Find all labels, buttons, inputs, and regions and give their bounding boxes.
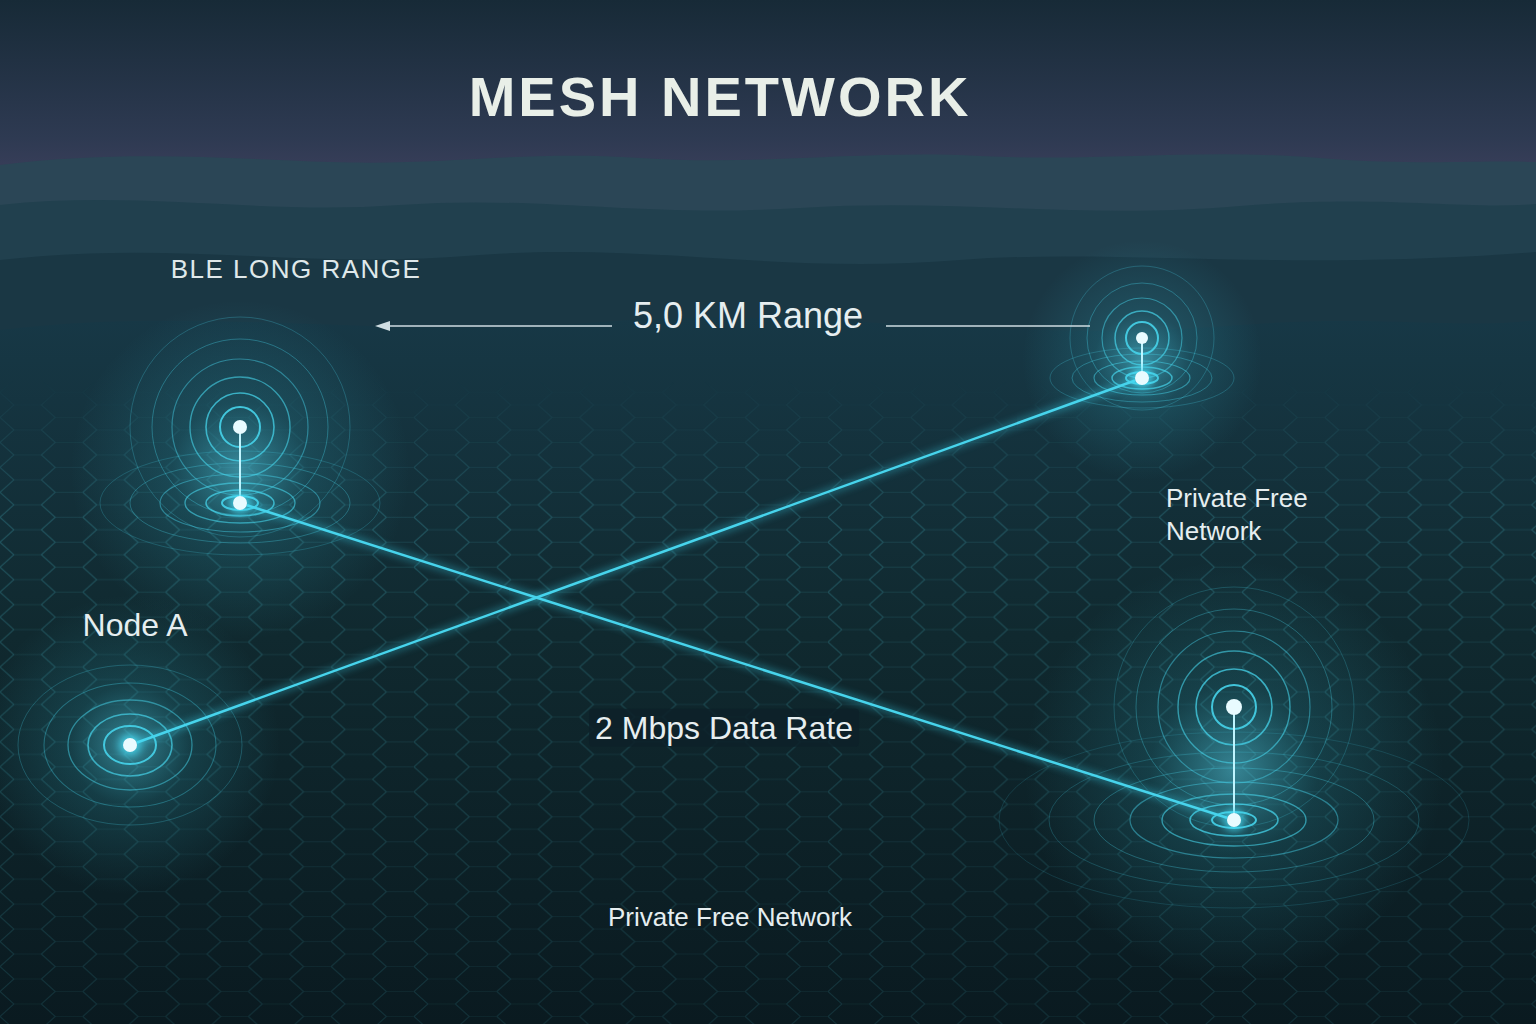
node-label: Node A bbox=[83, 606, 188, 644]
node-label: BLE LONG RANGE bbox=[171, 254, 422, 285]
mesh-node bbox=[1227, 813, 1241, 827]
annotation-label: 5,0 KM Range bbox=[633, 294, 863, 337]
illustration-circle bbox=[1136, 332, 1148, 344]
illustration-line bbox=[886, 325, 1090, 327]
edge-label: 2 Mbps Data Rate bbox=[589, 709, 859, 747]
illustration-line bbox=[1233, 707, 1235, 820]
illustration-ellipse bbox=[88, 714, 172, 776]
mesh-link bbox=[137, 381, 1135, 743]
illustration-ellipse bbox=[68, 700, 192, 790]
illustration-circle bbox=[1226, 699, 1242, 715]
illustration-ellipse bbox=[104, 726, 156, 764]
illustration-circle bbox=[1114, 587, 1354, 827]
mesh-link bbox=[247, 505, 1227, 818]
annotation-label: Private Free Network bbox=[1166, 482, 1346, 547]
illustration-circle bbox=[0, 595, 280, 895]
mesh-node: BLE LONG RANGE bbox=[233, 496, 247, 510]
annotation-label: Private Free Network bbox=[608, 902, 852, 933]
illustration-line bbox=[389, 325, 612, 327]
mesh-node: Node A bbox=[123, 738, 137, 752]
illustration-circle bbox=[1070, 266, 1214, 410]
mesh-node bbox=[1135, 371, 1149, 385]
illustration-circle bbox=[1087, 283, 1197, 393]
illustration-circle bbox=[130, 317, 350, 537]
illustration-line bbox=[239, 427, 241, 503]
illustration-circle bbox=[1022, 240, 1262, 480]
illustration-circle bbox=[70, 300, 410, 640]
illustration-polygon bbox=[375, 321, 390, 331]
illustration-g bbox=[18, 266, 1469, 908]
illustration-circle bbox=[1102, 298, 1182, 378]
illustration-ellipse bbox=[18, 665, 242, 825]
illustration-path bbox=[0, 200, 1536, 1024]
illustration-path bbox=[0, 154, 1536, 1024]
diagram-title: MESH NETWORK bbox=[469, 63, 972, 130]
illustration-circle bbox=[1024, 560, 1444, 980]
illustration-ellipse bbox=[44, 683, 216, 807]
illustration-circle bbox=[152, 339, 328, 515]
illustration-circle bbox=[233, 420, 247, 434]
